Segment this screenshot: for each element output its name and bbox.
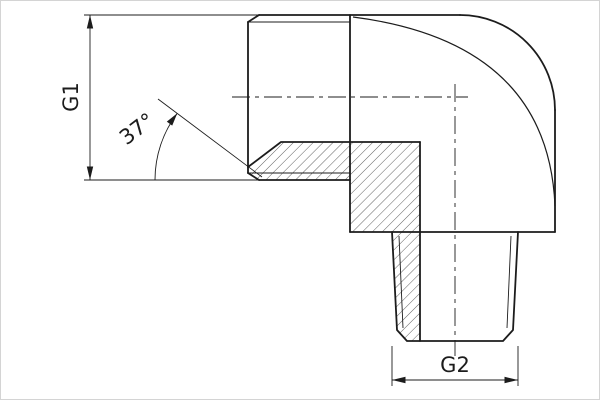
angle-reference-line (157, 98, 263, 178)
elbow-bend-silhouette-arc (352, 16, 556, 207)
section-hatch-area (248, 142, 420, 341)
g2-dimension: G2 (391, 346, 519, 386)
flare-angle-label: 37° (115, 108, 159, 150)
g2-label: G2 (440, 353, 470, 377)
flare-seat-and-bore-edge (247, 141, 421, 168)
g1-label: G1 (59, 82, 83, 112)
g2-arrow-left-icon (392, 376, 406, 384)
elbow-outer-corner-arc (459, 14, 556, 111)
bottom-port-silhouette (391, 231, 519, 342)
angle-arc (154, 112, 178, 181)
g1-dimension: G1 (59, 14, 260, 181)
bottom-thread-root-lines (398, 235, 512, 329)
g1-arrow-down-icon (86, 166, 94, 180)
flare-angle-annotation: 37° (115, 98, 263, 181)
angle-arc-arrow-icon (166, 113, 178, 126)
left-thread-chamfers (247, 14, 260, 181)
g2-arrow-right-icon (504, 376, 518, 384)
left-thread-root-lines (248, 21, 350, 174)
fitting-outline (247, 14, 556, 342)
g1-arrow-up-icon (86, 15, 94, 29)
